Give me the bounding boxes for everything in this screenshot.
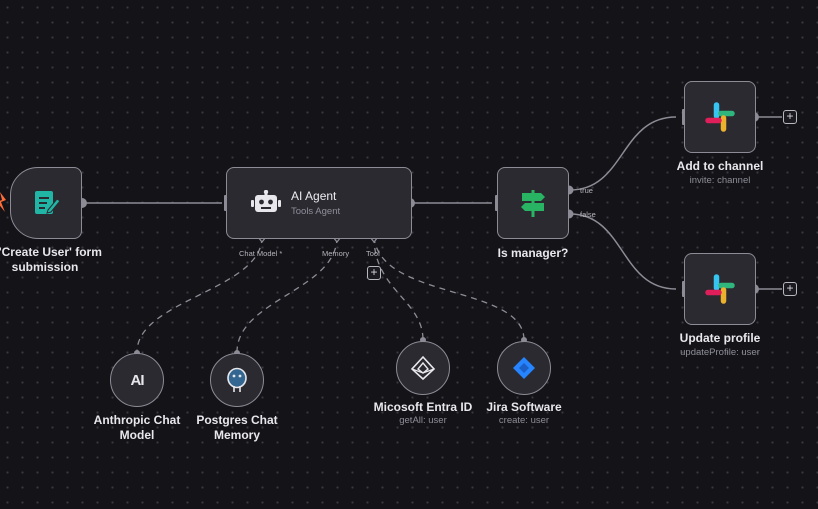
entra-subtitle: getAll: user [399, 415, 447, 426]
false-branch-label: false [580, 210, 596, 219]
form-trigger-node[interactable] [10, 167, 82, 239]
postgres-chat-memory-node[interactable] [210, 353, 264, 407]
edge-tool-jira [373, 236, 525, 341]
ai-agent-title: AI Agent [291, 189, 337, 203]
jira-title: Jira Software [486, 400, 562, 414]
plus-icon: + [786, 281, 794, 295]
slack-icon [705, 274, 735, 304]
add-after-channel-button[interactable]: + [783, 110, 797, 124]
add-tool-button[interactable]: + [367, 266, 381, 280]
edge-tool-entra [373, 236, 424, 341]
signpost-icon [521, 190, 545, 217]
edge-memory-postgres [236, 236, 338, 353]
entra-title: Micosoft Entra ID [373, 400, 473, 414]
postgres-icon [227, 367, 247, 392]
jira-subtitle: create: user [498, 415, 550, 426]
update-profile-node[interactable] [684, 253, 756, 325]
chat-model-port-label: Chat Model * [239, 249, 283, 258]
jira-software-node[interactable] [497, 341, 551, 395]
ai-agent-node[interactable]: AI Agent Tools Agent [226, 167, 412, 239]
anthropic-title: Anthropic Chat Model [93, 413, 181, 442]
update-profile-title: Update profile [679, 331, 761, 345]
anthropic-chat-model-node[interactable]: AI [110, 353, 164, 407]
ai-agent-text: AI Agent Tools Agent [291, 189, 340, 217]
plus-icon: + [370, 265, 378, 279]
entra-id-node[interactable] [396, 341, 450, 395]
postgres-title: Postgres Chat Memory [196, 413, 278, 442]
trigger-bolt-icon [0, 192, 6, 212]
memory-port-label: Memory [322, 249, 350, 258]
add-to-channel-subtitle: invite: channel [689, 175, 751, 186]
add-to-channel-node[interactable] [684, 81, 756, 153]
trigger-title: n 'Create User' form submission [0, 245, 102, 274]
edge-false-update-profile [569, 213, 677, 290]
edge-true-add-channel [569, 116, 677, 191]
ai-agent-subtitle: Tools Agent [291, 206, 341, 217]
is-manager-title: Is manager? [497, 246, 569, 260]
plus-icon: + [786, 109, 794, 123]
entra-icon [410, 355, 436, 381]
jira-icon [513, 357, 535, 379]
robot-icon [251, 190, 281, 212]
anthropic-icon: AI [130, 371, 145, 389]
true-branch-label: true [580, 186, 593, 195]
edge-chatmodel-anthropic [136, 236, 263, 353]
tool-port-label: Tool [366, 249, 380, 258]
is-manager-node[interactable] [497, 167, 569, 239]
update-profile-subtitle: updateProfile: user [680, 347, 760, 358]
add-to-channel-title: Add to channel [676, 159, 764, 173]
form-icon [35, 191, 61, 214]
slack-icon [705, 102, 735, 132]
add-after-profile-button[interactable]: + [783, 282, 797, 296]
